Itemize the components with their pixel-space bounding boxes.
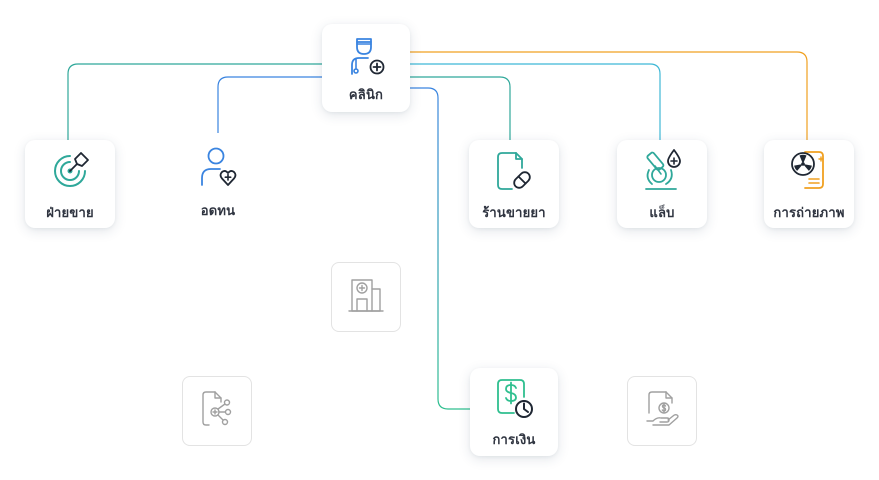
microscope-drop-icon <box>617 148 707 192</box>
billing-node[interactable]: การเงิน <box>470 368 558 456</box>
lab-label: แล็บ <box>649 206 675 221</box>
pharmacy-label: ร้านขายยา <box>482 206 546 221</box>
document-network-icon <box>197 389 237 433</box>
inactive-network-tile[interactable] <box>182 376 252 446</box>
pharmacy-node[interactable]: ร้านขายยา <box>469 140 559 228</box>
connector-billing <box>410 87 470 410</box>
connector-pharmacy <box>410 76 511 140</box>
sales-node[interactable]: ฝ่ายขาย <box>25 140 115 228</box>
connector-imaging <box>410 51 808 140</box>
clinic-label: คลินิก <box>348 88 384 103</box>
patient-label: อดทน <box>200 204 236 219</box>
patient-node[interactable]: อดทน <box>172 133 264 223</box>
person-heart-icon <box>172 145 264 187</box>
imaging-label: การถ่ายภาพ <box>773 206 845 221</box>
imaging-node[interactable]: การถ่ายภาพ <box>764 140 854 228</box>
inactive-payment-tile[interactable] <box>627 376 697 446</box>
document-pill-icon <box>469 150 559 192</box>
connector-sales <box>67 63 322 140</box>
connector-patient <box>217 76 322 133</box>
connector-lab <box>410 63 661 140</box>
doctor-plus-icon <box>322 34 410 76</box>
lab-node[interactable]: แล็บ <box>617 140 707 228</box>
hospital-building-icon <box>346 275 386 319</box>
radiation-document-icon <box>764 149 854 191</box>
target-pen-icon <box>25 150 115 192</box>
sales-label: ฝ่ายขาย <box>46 206 94 221</box>
inactive-hospital-tile[interactable] <box>331 262 401 332</box>
document-coin-hand-icon <box>642 389 682 433</box>
dollar-document-clock-icon <box>470 377 558 421</box>
billing-label: การเงิน <box>492 433 536 448</box>
clinic-node[interactable]: คลินิก <box>322 24 410 112</box>
